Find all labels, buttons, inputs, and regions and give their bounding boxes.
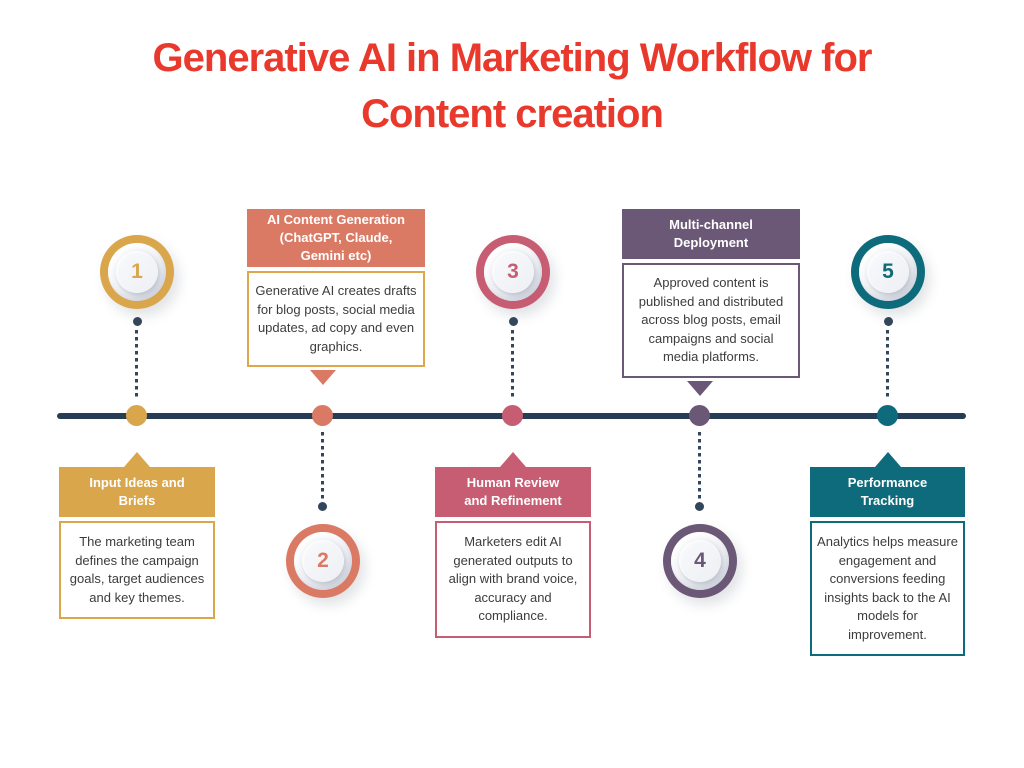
step-2-number-circle: 2 — [286, 524, 360, 598]
step-4-number: 4 — [694, 549, 706, 572]
page-title-line2: Content creation — [361, 92, 664, 136]
step-3-timeline-dot — [502, 405, 523, 426]
step-2-number: 2 — [317, 549, 329, 572]
card-arrow-up-icon — [124, 452, 150, 467]
card-arrow-up-icon — [500, 452, 526, 467]
step-4-number-circle: 4 — [663, 524, 737, 598]
step-5-card: Performance Tracking Analytics helps mea… — [810, 452, 965, 656]
connector-dot — [884, 317, 893, 326]
step-4-card: Multi-channel Deployment Approved conten… — [622, 209, 800, 396]
card-arrow-down-icon — [687, 380, 713, 396]
step-1-number-circle: 1 — [100, 235, 174, 309]
step-5-card-title: Performance Tracking — [810, 467, 965, 517]
step-5-number-circle: 5 — [851, 235, 925, 309]
connector-dashed-line — [135, 330, 138, 400]
step-1-timeline-dot — [126, 405, 147, 426]
connector-dot — [509, 317, 518, 326]
circle-face: 3 — [484, 243, 542, 301]
circle-button: 4 — [679, 540, 721, 582]
step-5-timeline-dot — [877, 405, 898, 426]
step-3-card: Human Review and Refinement Marketers ed… — [435, 452, 591, 638]
step-4-timeline-dot — [689, 405, 710, 426]
connector-dashed-line — [886, 330, 889, 400]
step-1-card: Input Ideas and Briefs The marketing tea… — [59, 452, 215, 619]
card-arrow-up-icon — [874, 452, 901, 467]
step-2-card: AI Content Generation (ChatGPT, Claude, … — [247, 209, 425, 385]
step-3-number: 3 — [507, 260, 519, 283]
connector-dot — [318, 502, 327, 511]
page-title-line1: Generative AI in Marketing Workflow for — [152, 36, 873, 80]
circle-button: 5 — [867, 251, 909, 293]
step-1-card-description: The marketing team defines the campaign … — [59, 521, 215, 619]
step-5-number: 5 — [882, 260, 894, 283]
step-1-number: 1 — [131, 260, 143, 283]
circle-face: 4 — [671, 532, 729, 590]
step-2-card-description: Generative AI creates drafts for blog po… — [247, 271, 425, 367]
step-3-number-circle: 3 — [476, 235, 550, 309]
circle-face: 1 — [108, 243, 166, 301]
step-2-card-title: AI Content Generation (ChatGPT, Claude, … — [247, 209, 425, 267]
page-title: Generative AI in Marketing Workflow for … — [0, 30, 1024, 142]
circle-button: 1 — [116, 251, 158, 293]
card-arrow-down-icon — [310, 370, 336, 385]
circle-face: 2 — [294, 532, 352, 590]
step-4-card-title: Multi-channel Deployment — [622, 209, 800, 259]
step-5-card-description: Analytics helps measure engagement and c… — [810, 521, 965, 656]
connector-dot — [133, 317, 142, 326]
connector-dashed-line — [698, 432, 701, 500]
circle-button: 3 — [492, 251, 534, 293]
connector-dashed-line — [511, 330, 514, 400]
step-1-card-title: Input Ideas and Briefs — [59, 467, 215, 517]
circle-button: 2 — [302, 540, 344, 582]
step-3-card-title: Human Review and Refinement — [435, 467, 591, 517]
circle-face: 5 — [859, 243, 917, 301]
connector-dashed-line — [321, 432, 324, 500]
connector-dot — [695, 502, 704, 511]
step-3-card-description: Marketers edit AI generated outputs to a… — [435, 521, 591, 638]
step-4-card-description: Approved content is published and distri… — [622, 263, 800, 378]
step-2-timeline-dot — [312, 405, 333, 426]
